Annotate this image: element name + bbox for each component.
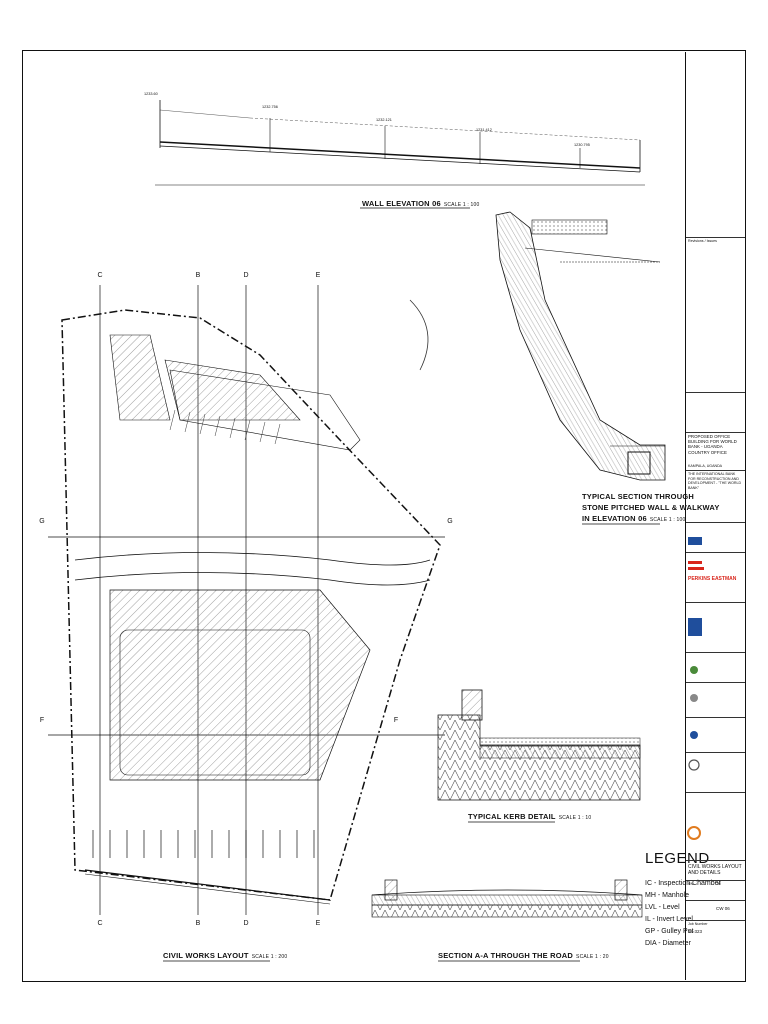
elevation-level-1: 1233.60 bbox=[144, 92, 158, 96]
grid-label-c-bottom: C bbox=[97, 920, 103, 927]
typical-section-title-2: STONE PITCHED WALL & WALKWAY bbox=[582, 503, 720, 512]
grid-label-b-bottom: B bbox=[195, 920, 201, 927]
elevation-level-5: 1230.795 bbox=[574, 143, 590, 147]
job-number: 18-323 bbox=[688, 929, 703, 934]
legend-item-gp: GP - Gulley Pot bbox=[645, 928, 694, 935]
legend-item-mh: MH - Manhole bbox=[645, 892, 689, 899]
job-number-label: Job Number bbox=[688, 922, 708, 926]
grid-label-b-top: B bbox=[195, 272, 201, 279]
legend-item-lvl: LVL - Level bbox=[645, 904, 680, 911]
grid-label-g-left: G bbox=[39, 518, 45, 525]
grid-label-f-left: F bbox=[39, 717, 45, 724]
elevation-level-2: 1232.756 bbox=[262, 105, 278, 109]
drawing-title: CIVIL WORKS LAYOUT AND DETAILS bbox=[688, 864, 743, 876]
grid-label-d-bottom: D bbox=[243, 920, 249, 927]
drawing-sheet-border bbox=[22, 50, 746, 982]
drawn-by: RN bbox=[688, 882, 694, 886]
elevation-revision-cloud bbox=[135, 56, 680, 562]
legend-item-dia: DIA - Diameter bbox=[645, 940, 691, 947]
elevation-level-4: 1231.412 bbox=[476, 128, 492, 132]
grid-label-c-top: C bbox=[97, 272, 103, 279]
architect-name: PERKINS EASTMAN bbox=[688, 576, 737, 582]
typical-section-title-1: TYPICAL SECTION THROUGH bbox=[582, 492, 694, 501]
client-name: THE INTERNATIONAL BANK FOR RECONSTRUCTIO… bbox=[688, 472, 743, 490]
grid-label-d-top: D bbox=[243, 272, 249, 279]
grid-label-f-right: F bbox=[393, 717, 399, 724]
project-location: KAMPALA, UGANDA bbox=[688, 464, 723, 468]
grid-label-e-bottom: E bbox=[315, 920, 321, 927]
sheet-number: CW 06 bbox=[716, 906, 730, 911]
legend-title: LEGEND bbox=[645, 850, 710, 867]
legend-item-il: IL - Invert Level bbox=[645, 916, 693, 923]
grid-label-e-top: E bbox=[315, 272, 321, 279]
project-name: PROPOSED OFFICE BUILDING FOR WORLD BANK … bbox=[688, 434, 739, 455]
elevation-level-3: 1232.121 bbox=[376, 118, 392, 122]
checked-by: JM bbox=[716, 882, 721, 886]
grid-label-g-right: G bbox=[447, 518, 453, 525]
legend-item-ic: IC - Inspection Chamber bbox=[645, 880, 721, 887]
title-block: Revisions / Issues PROPOSED OFFICE BUILD… bbox=[685, 52, 745, 980]
revisions-label: Revisions / Issues bbox=[688, 239, 717, 243]
